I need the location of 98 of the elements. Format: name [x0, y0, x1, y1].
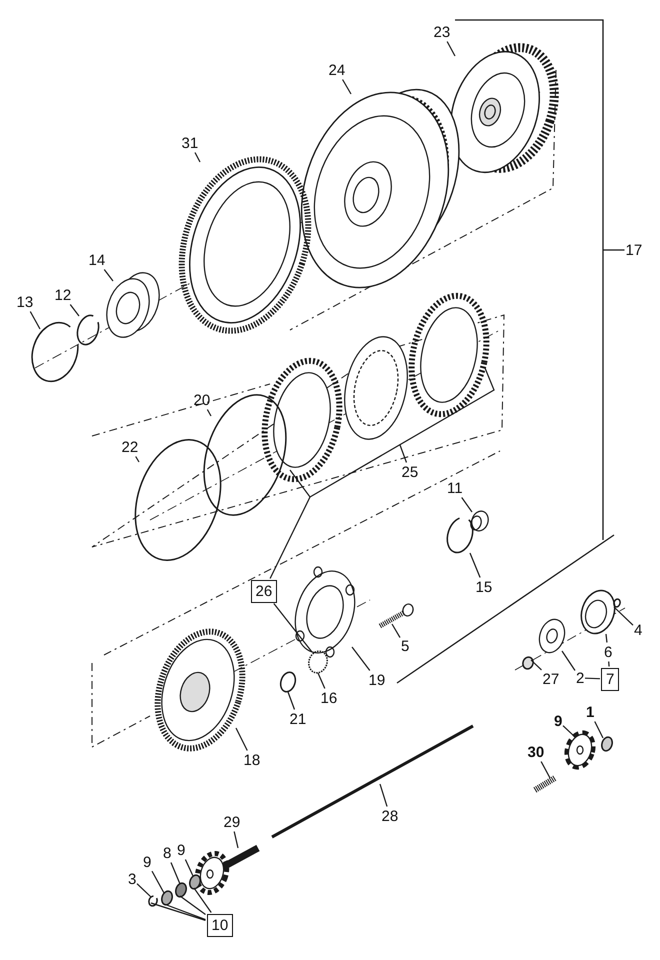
clutch-hub-drawing — [450, 43, 559, 174]
leader-line — [614, 606, 634, 626]
leader-line — [562, 650, 576, 671]
leader-line — [287, 692, 296, 710]
callout-number: 1 — [586, 704, 594, 720]
leader-line — [151, 870, 165, 894]
leader-line — [605, 634, 608, 643]
callout-number: 29 — [224, 814, 240, 830]
pressure-plate-drawing — [154, 628, 246, 752]
callout-number: 9 — [554, 712, 562, 730]
leader-line — [594, 721, 604, 738]
leader-line — [273, 603, 312, 652]
leader-line — [234, 831, 239, 848]
callout-box: 10 — [206, 914, 234, 936]
leader-line — [180, 896, 206, 915]
leader-line — [399, 444, 408, 463]
ring-gear-drawing — [178, 156, 312, 334]
leader-line — [379, 784, 388, 807]
leader-line — [170, 862, 181, 884]
leader-line — [270, 496, 311, 579]
bearing-drawing — [106, 272, 160, 338]
sprocket-shaft-drawing — [194, 844, 260, 895]
clutch-shell-drawing — [300, 89, 460, 288]
leader-line — [317, 672, 326, 689]
leader-line — [206, 409, 212, 416]
leader-line — [136, 883, 152, 898]
leader-line — [184, 859, 194, 876]
leader-line — [540, 761, 551, 778]
leader-line — [194, 152, 201, 162]
shaft-drawing — [533, 775, 557, 793]
leader-line — [70, 304, 80, 316]
leader-line — [446, 41, 456, 56]
leader-line — [104, 269, 114, 282]
retaining-ring-drawing — [31, 322, 79, 382]
gear-drawing — [564, 730, 596, 770]
nut-drawing — [470, 510, 489, 532]
callout-number: 2 — [576, 670, 584, 686]
nut-drawing — [161, 890, 173, 906]
washer-drawing — [613, 598, 621, 608]
leader-line — [562, 725, 576, 738]
assembly-bracket — [396, 19, 615, 684]
callout-number: 21 — [290, 710, 306, 728]
bolt-drawing — [378, 604, 414, 628]
spring-drawing — [308, 650, 328, 674]
callout-number: 25 — [402, 464, 418, 480]
leader-line — [469, 552, 481, 578]
leader-line — [194, 888, 212, 913]
plate-drawing — [294, 566, 356, 658]
pushrod-drawing — [271, 724, 474, 838]
callout-number: 30 — [528, 744, 544, 760]
callout-number: 16 — [320, 690, 338, 706]
friction-plate-drawing — [262, 358, 342, 482]
leader-line — [342, 79, 352, 94]
leader-line — [164, 903, 206, 920]
callout-box: 26 — [250, 580, 278, 602]
leader-line — [461, 497, 472, 512]
callout-number: 27 — [542, 670, 560, 688]
leader-line — [608, 661, 610, 667]
callout-number: 18 — [244, 752, 260, 768]
callout-number: 8 — [163, 844, 172, 862]
callout-number: 9 — [143, 854, 152, 870]
retaining-ring-drawing — [76, 314, 100, 346]
leader-line — [530, 660, 542, 670]
leader-line — [603, 249, 624, 251]
callout-number: 3 — [128, 870, 136, 888]
callout-number: 23 — [434, 24, 450, 40]
leader-line — [235, 728, 248, 751]
callout-number: 28 — [382, 808, 398, 824]
callout-box: 7 — [601, 668, 620, 690]
callout-number: 6 — [604, 644, 612, 660]
washer-drawing — [280, 672, 296, 692]
callout-number: 4 — [634, 622, 642, 638]
callout-number: 24 — [328, 62, 346, 78]
callout-number: 31 — [182, 134, 198, 152]
callout-number: 11 — [447, 480, 463, 496]
bearing-drawing — [175, 882, 187, 898]
callout-number: 14 — [88, 252, 106, 268]
steel-plate-drawing — [344, 336, 408, 440]
callout-number: 17 — [626, 242, 642, 258]
leader-line — [30, 311, 41, 330]
callout-number: 20 — [194, 392, 210, 408]
leader-line — [150, 902, 206, 921]
group-bracket — [290, 368, 495, 498]
callout-number: 22 — [122, 438, 138, 456]
leader-line — [391, 624, 401, 638]
retaining-ring-drawing — [148, 895, 158, 907]
leader-line — [584, 678, 600, 680]
leader-line — [135, 456, 140, 462]
callout-number: 12 — [54, 286, 72, 304]
callout-number: 19 — [368, 672, 386, 688]
callout-number: 13 — [16, 294, 34, 310]
friction-plate-drawing — [408, 292, 490, 418]
leader-line — [352, 646, 370, 671]
nut-drawing — [189, 874, 201, 890]
nut-drawing — [601, 736, 613, 752]
callout-number: 5 — [401, 638, 410, 654]
callout-number: 9 — [177, 842, 186, 858]
callout-number: 15 — [476, 578, 492, 596]
